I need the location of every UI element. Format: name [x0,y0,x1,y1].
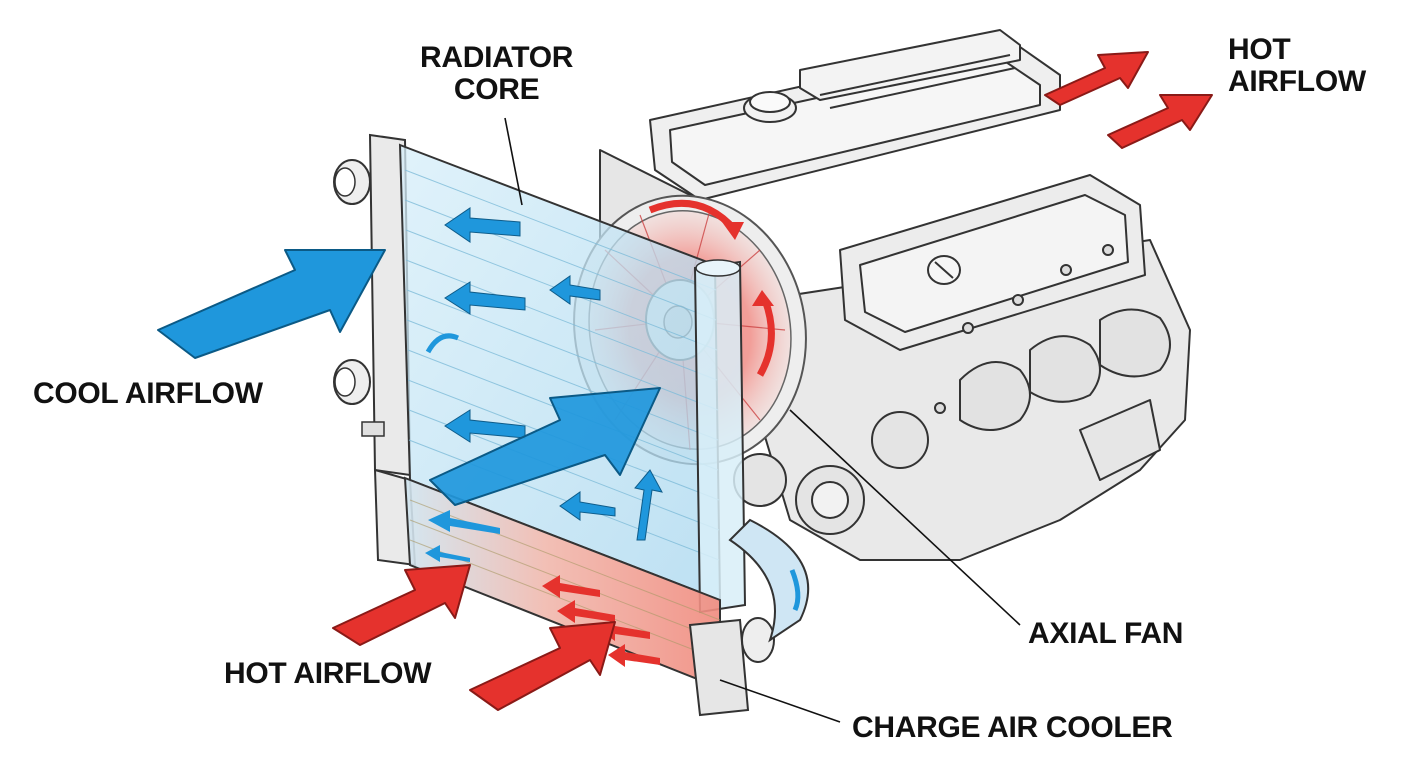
label-hot-airflow-bottom: HOT AIRFLOW [224,657,432,690]
radiator-outlet-pipe [333,359,371,405]
label-axial-fan: AXIAL FAN [1028,617,1184,650]
cool-airflow-arrows [157,249,661,506]
label-hot-airflow-top: HOT AIRFLOW [1228,33,1366,99]
hot-airflow-exhaust-arrows [1044,51,1213,149]
charge-air-cooler [373,468,810,717]
leader-lines [504,117,1021,723]
radiator-inlet-pipe [333,159,371,205]
label-cool-airflow: COOL AIRFLOW [33,377,263,410]
label-charge-air-cooler: CHARGE AIR COOLER [852,711,1173,744]
hot-airflow-intake-arrows [332,564,616,711]
label-radiator-core: RADIATOR CORE [420,41,574,107]
